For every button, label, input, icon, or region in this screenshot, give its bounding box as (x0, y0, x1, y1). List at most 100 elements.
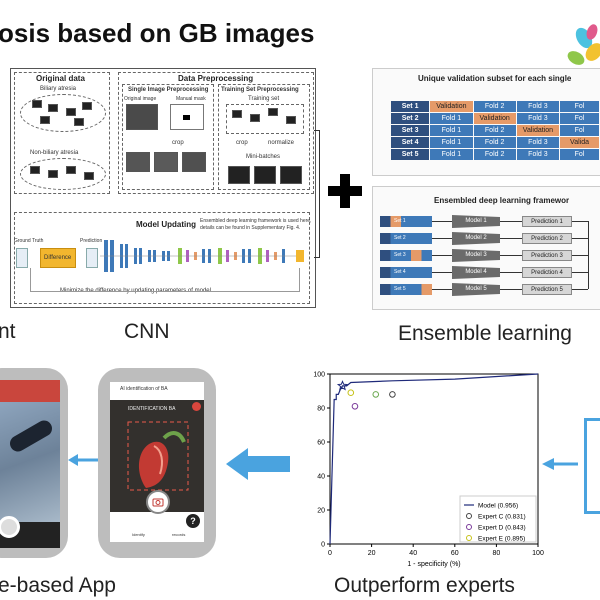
tab-identify[interactable]: Identify (132, 532, 145, 537)
help-button[interactable]: ? (186, 514, 200, 528)
ground-truth-label: Ground Truth (14, 238, 44, 244)
single-preprocessing-label: Single Image Preprocessing (128, 87, 209, 93)
ensemble-model: Model 2 (452, 232, 500, 245)
table-cell: Fold 3 (516, 149, 560, 160)
table-cell: Fold 1 (430, 137, 473, 148)
legend-box (459, 495, 537, 543)
validation-table: Set 1 Validation Fold 2 Fold 3 Fol Set 2… (390, 100, 600, 161)
table-cell: Fold 1 (430, 113, 473, 124)
y-tick-label: 80 (317, 406, 325, 413)
camera-icon (152, 498, 164, 507)
table-cell: Fol (560, 101, 599, 112)
table-row: Set 1 Validation Fold 2 Fold 3 Fol (391, 101, 599, 112)
cnn-architecture (100, 240, 304, 272)
phone-middle-screen: AI identification of BA IDENTIFICATION B… (110, 382, 204, 542)
caption-ensemble: Ensemble learning (398, 322, 572, 345)
table-cell: Fold 3 (516, 113, 560, 124)
crop2-label: crop (236, 140, 248, 146)
training-thumb-3 (268, 108, 278, 116)
ensemble-connector (432, 289, 452, 290)
ensemble-connector (500, 289, 522, 290)
ensemble-connector (572, 272, 588, 273)
mini-batch-3 (280, 166, 302, 184)
biliary-thumb-1 (32, 100, 42, 108)
y-tick-label: 60 (317, 440, 325, 447)
x-tick-label: 20 (368, 550, 376, 557)
table-cell: Fold 2 (473, 137, 516, 148)
crop-label: crop (172, 140, 184, 146)
biliary-thumb-4 (82, 102, 92, 110)
page-title: osis based on GB images (0, 18, 315, 48)
legend-label: Expert E (0.895) (478, 536, 525, 543)
table-cell: Fol (560, 125, 599, 136)
x-tick-label: 100 (532, 550, 544, 557)
caption-app: e-based App (0, 574, 116, 597)
ensemble-model: Model 5 (452, 283, 500, 296)
manual-mask-label: Manual mask (176, 96, 206, 102)
model-updating-box (14, 212, 310, 304)
biliary-cluster (20, 94, 106, 132)
caption-cnn: CNN (124, 320, 170, 343)
y-tick-label: 40 (317, 474, 325, 481)
logo-icon (567, 24, 600, 65)
arrow-right-small (542, 458, 578, 470)
training-thumb-1 (232, 110, 242, 118)
preprocessing-connector (314, 130, 320, 258)
non-biliary-cluster (20, 158, 106, 190)
training-thumb-4 (286, 116, 296, 124)
table-cell: Validation (430, 101, 473, 112)
table-cell: Fold 2 (473, 149, 516, 160)
biliary-thumb-3 (66, 108, 76, 116)
original-data-label: Original data (36, 74, 85, 83)
table-cell: Set 5 (391, 149, 430, 160)
training-preprocessing-box (218, 84, 310, 190)
original-data-box (14, 72, 110, 194)
legend-swatch (466, 535, 472, 541)
expert-point (351, 403, 359, 410)
x-tick-label: 0 (328, 550, 332, 557)
mini-batches-label: Mini-batches (246, 154, 281, 160)
ensemble-set: Set 3 (380, 250, 432, 261)
ground-truth-box (16, 248, 28, 268)
ensemble-model: Model 1 (452, 215, 500, 228)
table-cell: Fol (560, 149, 599, 160)
ensemble-table-title: Unique validation subset for each single (418, 74, 572, 83)
ensemble-connector (572, 221, 588, 222)
table-cell: Validation (516, 125, 560, 136)
camera-button[interactable] (146, 490, 170, 514)
ensemble-connector (432, 238, 452, 239)
ensemble-connector (432, 272, 452, 273)
table-cell: Set 4 (391, 137, 430, 148)
caption-left: nt (0, 320, 16, 343)
x-tick-label: 80 (493, 550, 501, 557)
framework-title: Ensembled deep learning framewor (434, 196, 570, 205)
ensemble-connector (432, 255, 452, 256)
ensemble-connector (500, 238, 522, 239)
tab-records[interactable]: records (172, 532, 186, 537)
ensemble-prediction: Prediction 3 (522, 250, 572, 261)
legend-label: Model (0.956) (478, 503, 518, 510)
table-cell: Fold 3 (516, 101, 560, 112)
mini-batch-1 (228, 166, 250, 184)
y-tick-label: 0 (321, 542, 325, 549)
prediction-box (86, 248, 98, 268)
table-cell: Fold 2 (473, 101, 516, 112)
ensemble-set: Set 2 (380, 233, 432, 244)
ensemble-prediction: Prediction 1 (522, 216, 572, 227)
ensemble-connector (500, 272, 522, 273)
mini-batch-2 (254, 166, 276, 184)
ensemble-merge-line (588, 221, 589, 289)
y-tick-label: 20 (317, 508, 325, 515)
model-updating-label: Model Updating (136, 220, 196, 229)
biliary-label: Biliary atresia (40, 86, 77, 92)
manual-mask (170, 104, 204, 130)
training-set-label: Training set (248, 96, 280, 102)
legend-swatch (466, 524, 472, 530)
app-banner: IDENTIFICATION BA (128, 406, 176, 412)
biliary-thumb-5 (40, 116, 50, 124)
cropped-1 (126, 152, 150, 172)
app-close-icon[interactable] (192, 402, 201, 411)
training-preprocessing-label: Training Set Preprocessing (221, 87, 299, 93)
cropped-3 (182, 152, 206, 172)
table-row: Set 5 Fold 1 Fold 2 Fold 3 Fol (391, 149, 599, 160)
